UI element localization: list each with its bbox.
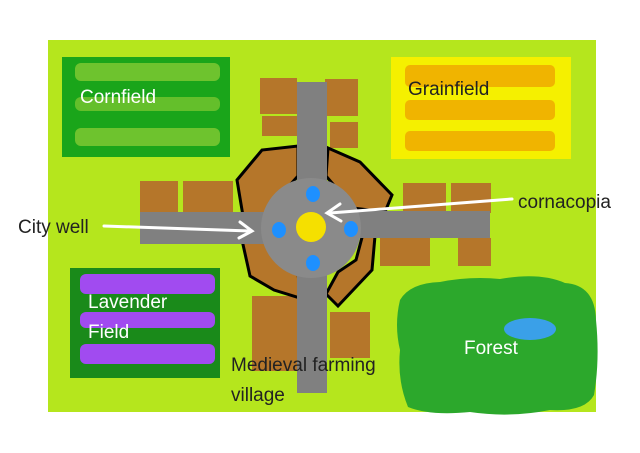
road-south: [297, 260, 327, 393]
forest-area: [397, 276, 598, 415]
buildings: [140, 78, 491, 371]
lavender-field-label-line2: Field: [88, 322, 130, 343]
cornfield-label: Cornfield: [80, 87, 157, 108]
village-label-line2: village: [231, 385, 285, 406]
forest-label: Forest: [464, 338, 518, 359]
pond: [504, 318, 556, 340]
city-well-label: City well: [18, 217, 89, 238]
arrows: [102, 197, 514, 240]
cornucopia-icon: [296, 212, 326, 242]
cornacopia-label: cornacopia: [518, 192, 611, 213]
grainfield-area: [391, 57, 571, 159]
plaza-corner-buildings: [235, 144, 394, 309]
lavender-field-area: [70, 268, 220, 378]
road-north: [297, 82, 327, 182]
village-label-line1: Medieval farming: [231, 355, 376, 376]
grainfield-label: Grainfield: [408, 79, 490, 100]
cornacopia-arrow: [328, 197, 514, 215]
city-well-arrow: [102, 224, 252, 233]
road-east: [345, 211, 490, 238]
roads: [140, 82, 490, 393]
lavender-field-label-line1: Lavender: [88, 292, 168, 313]
cornfield-area: [62, 57, 230, 157]
city-wells: [272, 186, 358, 271]
